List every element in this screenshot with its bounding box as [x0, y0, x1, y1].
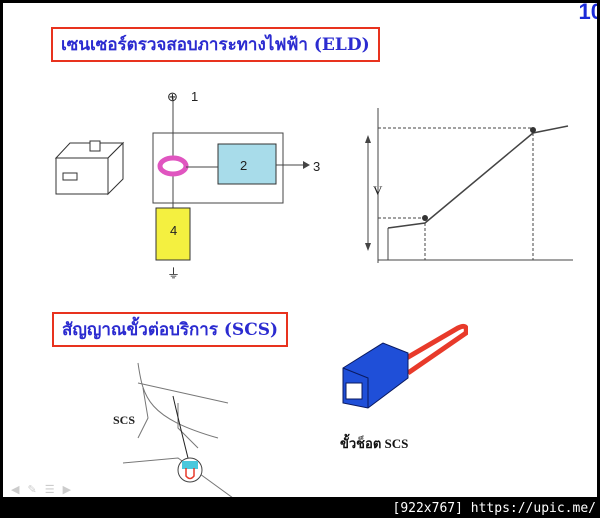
- ground-icon: ⏚: [167, 266, 181, 281]
- axis-label-v: V: [373, 183, 383, 198]
- box-4: [155, 207, 191, 261]
- page-number: 10: [578, 3, 597, 24]
- dashboard-illustration: [122, 362, 233, 497]
- module-box-icon: [54, 140, 125, 196]
- pen-icon[interactable]: ✎: [27, 483, 45, 496]
- menu-icon[interactable]: ☰: [44, 483, 63, 496]
- eld-title: เซนเซอร์ตรวจสอบภาระทางไฟฟ้า (ELD): [51, 27, 380, 62]
- scs-label: SCS: [113, 413, 136, 427]
- scs-connector-image: [342, 323, 468, 409]
- scs-title: สัญญาณขั้วต่อบริการ (SCS): [52, 312, 289, 347]
- slide: 10 เซนเซอร์ตรวจสอบภาระทางไฟฟ้า (ELD) ⊕ 1…: [3, 3, 597, 497]
- label-4: 4: [170, 223, 178, 238]
- slide-nav[interactable]: ◀✎☰▶: [11, 483, 79, 496]
- label-2: 2: [240, 158, 248, 173]
- eld-diagram: [54, 98, 310, 261]
- plus-terminal-icon: ⊕: [167, 89, 178, 104]
- footer-watermark: [922x767] https://upic.me/: [392, 501, 597, 516]
- box-2: [217, 143, 277, 185]
- voltage-graph: [365, 108, 573, 263]
- label-3: 3: [313, 159, 321, 174]
- forward-icon[interactable]: ▶: [62, 483, 80, 496]
- label-1: 1: [191, 89, 199, 104]
- back-icon[interactable]: ◀: [11, 483, 28, 496]
- connector-caption: ขั้วช็อต SCS: [340, 436, 409, 451]
